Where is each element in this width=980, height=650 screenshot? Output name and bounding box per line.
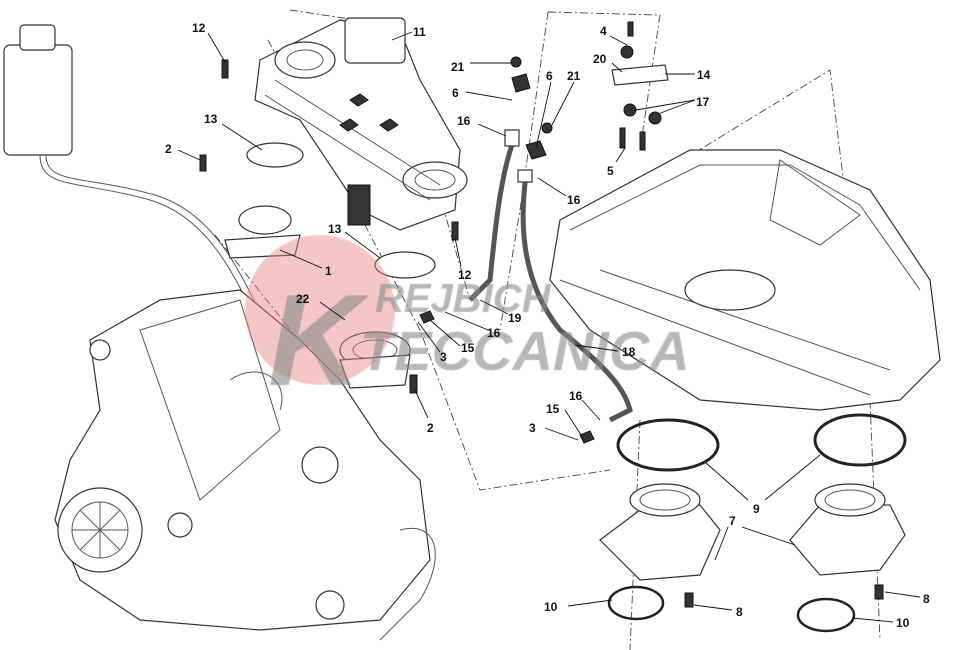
callout-5: 5	[607, 164, 614, 178]
callout-10: 10	[896, 616, 910, 630]
callout-16: 16	[457, 114, 471, 128]
callout-3: 3	[440, 350, 447, 364]
callout-14: 14	[697, 68, 711, 82]
callout-18: 18	[622, 345, 636, 359]
callout-16: 16	[569, 389, 583, 403]
callout-22: 22	[296, 292, 310, 306]
leader-lines	[177, 31, 921, 623]
callout-15: 15	[461, 341, 475, 355]
callout-21: 21	[567, 69, 581, 83]
callout-20: 20	[593, 52, 607, 66]
callout-16: 16	[567, 193, 581, 207]
callout-19: 19	[508, 311, 522, 325]
callout-17: 17	[696, 95, 710, 109]
callout-6: 6	[452, 86, 459, 100]
callout-13: 13	[204, 112, 218, 126]
callout-labels: 12 11 21 6 6 21 4 20 14 17 16 16 5 13 2 …	[165, 21, 930, 630]
callout-15: 15	[546, 402, 560, 416]
callout-2: 2	[427, 421, 434, 435]
callout-3: 3	[529, 421, 536, 435]
callout-13: 13	[328, 222, 342, 236]
callout-12: 12	[192, 21, 206, 35]
callout-2: 2	[165, 142, 172, 156]
callout-1: 1	[325, 264, 332, 278]
callout-4: 4	[600, 24, 607, 38]
callout-8: 8	[923, 592, 930, 606]
callout-6: 6	[546, 69, 553, 83]
callout-10: 10	[544, 600, 558, 614]
callout-12: 12	[458, 268, 472, 282]
callout-9: 9	[753, 502, 760, 516]
callout-21: 21	[451, 60, 465, 74]
callout-16: 16	[487, 326, 501, 340]
callout-7: 7	[729, 514, 736, 528]
callout-11: 11	[413, 25, 426, 39]
callout-8: 8	[736, 605, 743, 619]
